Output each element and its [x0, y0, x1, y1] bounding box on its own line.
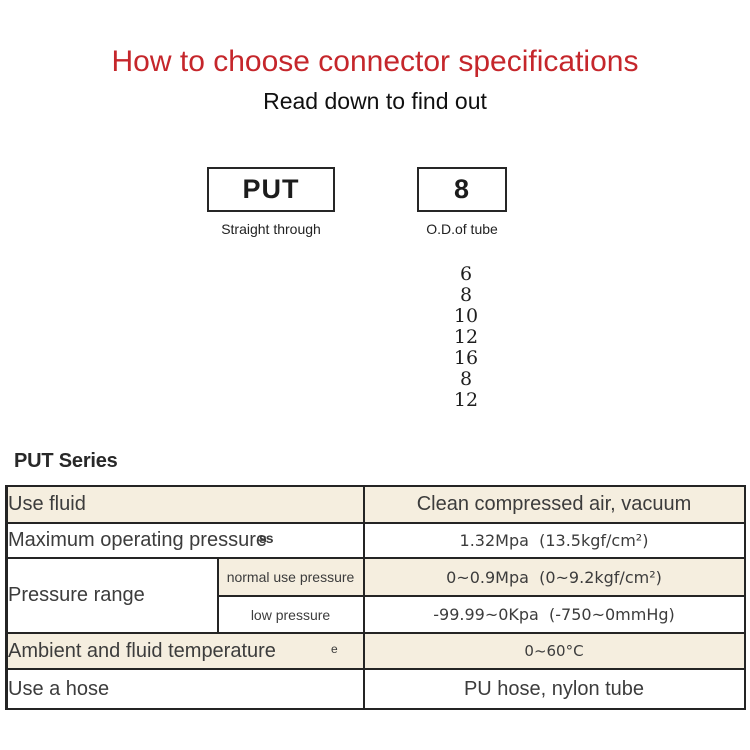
row-value-normal-use-pressure: 0~0.9Mpa (0~9.2kgf/cm²) — [362, 557, 746, 597]
size-option: 8 — [459, 368, 473, 390]
spec-table: Use fluid Clean compressed air, vacuum M… — [5, 485, 746, 710]
model-code-box-series: PUT — [207, 167, 335, 212]
size-option: 8 — [459, 284, 473, 306]
row-label-temperature: Ambient and fluid temperature — [5, 632, 365, 670]
table-row-hose: Use a hose PU hose, nylon tube — [5, 668, 746, 710]
sub-label-normal-use-pressure: normal use pressure — [216, 557, 365, 597]
table-row-pressure-normal: Pressure range normal use pressure 0~0.9… — [5, 557, 746, 634]
series-heading: PUT Series — [14, 450, 118, 472]
text-artifact-overlap: ss — [259, 530, 274, 546]
size-option: 12 — [453, 389, 479, 411]
row-value-temperature: 0~60°C — [362, 632, 746, 670]
row-value-hose: PU hose, nylon tube — [362, 668, 746, 710]
row-label-use-fluid: Use fluid — [5, 485, 365, 524]
size-option: 6 — [459, 263, 473, 285]
size-option: 10 — [453, 305, 479, 327]
size-option-list: 6 8 10 12 16 8 12 — [406, 264, 526, 411]
row-value-use-fluid: Clean compressed air, vacuum — [362, 485, 746, 524]
model-code-size: 8 — [453, 174, 471, 204]
model-code-series: PUT — [242, 174, 300, 204]
model-code-caption-size: O.D.of tube — [426, 221, 498, 237]
row-label-pressure-range: Pressure range — [5, 557, 219, 634]
table-row-temperature: Ambient and fluid temperature 0~60°C — [5, 632, 746, 670]
row-label-hose: Use a hose — [5, 668, 365, 710]
text-artifact-stray: e — [331, 642, 338, 656]
row-value-low-pressure: -99.99~0Kpa (-750~0mmHg) — [362, 595, 746, 634]
row-value-max-pressure: 1.32Mpa (13.5kgf/cm²) — [362, 522, 746, 559]
page-subtitle: Read down to find out — [263, 88, 487, 114]
model-code-caption-series: Straight through — [221, 221, 321, 237]
row-label-max-pressure: Maximum operating pressure — [5, 522, 365, 559]
sub-label-low-pressure: low pressure — [216, 595, 365, 634]
page-title: How to choose connector specifications — [111, 45, 639, 78]
table-row-max-pressure: Maximum operating pressure 1.32Mpa (13.5… — [5, 522, 746, 559]
size-option: 12 — [453, 326, 479, 348]
table-row-pressure-low: low pressure -99.99~0Kpa (-750~0mmHg) — [7, 595, 746, 634]
model-code-box-size: 8 — [417, 167, 507, 212]
table-row-use-fluid: Use fluid Clean compressed air, vacuum — [5, 485, 746, 524]
size-option: 16 — [453, 347, 479, 369]
